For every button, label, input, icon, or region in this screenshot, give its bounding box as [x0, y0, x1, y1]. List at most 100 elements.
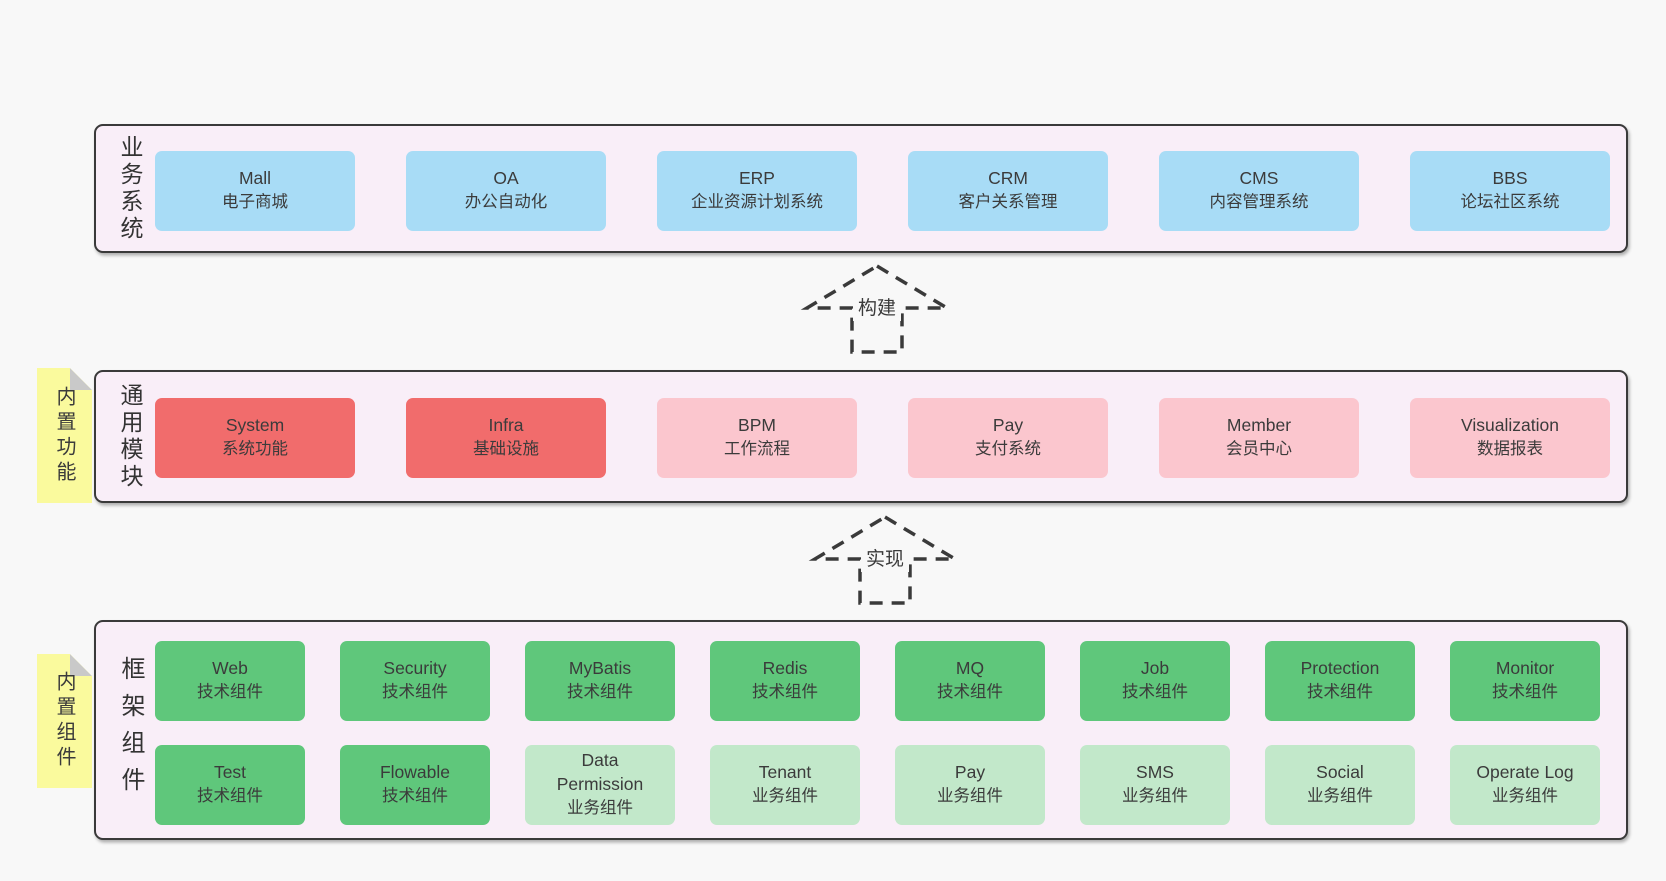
cell-desc: 技术组件 [752, 682, 818, 701]
cell-desc: 技术组件 [1122, 682, 1188, 701]
cell-desc: 办公自动化 [464, 192, 548, 211]
business-box-cms: CMS 内容管理系统 [1159, 151, 1359, 231]
cell-desc: 数据报表 [1477, 439, 1543, 458]
cell-desc: 会员中心 [1226, 439, 1292, 458]
cell-desc: 业务组件 [1122, 786, 1188, 805]
business-systems-grid: Mall 电子商城 OA 办公自动化 ERP 企业资源计划系统 CRM 客户关系管理 CMS 内容… [155, 151, 1610, 231]
cell-name: Infra [488, 415, 524, 436]
cell-desc: 电子商城 [222, 192, 288, 211]
cell-desc: 内容管理系统 [1209, 192, 1309, 211]
module-box-pay: Pay 支付系统 [908, 398, 1108, 478]
framework-box-data-permission: Data Permission 业务组件 [525, 745, 675, 825]
cell-name: Tenant [758, 762, 812, 783]
business-box-erp: ERP 企业资源计划系统 [657, 151, 857, 231]
business-box-bbs: BBS 论坛社区系统 [1410, 151, 1610, 231]
cell-name: MyBatis [568, 658, 632, 679]
cell-name: Pay [992, 415, 1024, 436]
framework-box-flowable: Flowable 技术组件 [340, 745, 490, 825]
cell-name: Monitor [1495, 658, 1555, 679]
cell-desc: 企业资源计划系统 [691, 192, 823, 211]
business-box-oa: OA 办公自动化 [406, 151, 606, 231]
business-systems-panel: 业务系统 Mall 电子商城 OA 办公自动化 ERP 企业资源计划系统 CRM 客户关系管理… [94, 124, 1628, 253]
cell-name: ERP [739, 168, 775, 189]
cell-desc: 技术组件 [1307, 682, 1373, 701]
framework-box-protection: Protection 技术组件 [1265, 641, 1415, 721]
cell-desc: 支付系统 [975, 439, 1041, 458]
cell-name: Web [212, 658, 248, 679]
framework-box-mybatis: MyBatis 技术组件 [525, 641, 675, 721]
cell-desc: 技术组件 [937, 682, 1003, 701]
cell-desc: 业务组件 [752, 786, 818, 805]
cell-desc: 技术组件 [1492, 682, 1558, 701]
framework-box-monitor: Monitor 技术组件 [1450, 641, 1600, 721]
build-arrow: 构建 [800, 263, 954, 354]
builtin-components-note-label: 内置组件 [53, 671, 75, 771]
cell-desc: 技术组件 [567, 682, 633, 701]
cell-name: Security [383, 658, 447, 679]
module-box-bpm: BPM 工作流程 [657, 398, 857, 478]
business-box-mall: Mall 电子商城 [155, 151, 355, 231]
cell-name: CMS [1239, 168, 1279, 189]
module-box-member: Member 会员中心 [1159, 398, 1359, 478]
module-box-visualization: Visualization 数据报表 [1410, 398, 1610, 478]
build-arrow-label-bg [853, 295, 901, 321]
cell-name: Flowable [379, 762, 451, 783]
cell-name: Operate Log [1476, 762, 1574, 783]
cell-desc: 业务组件 [1492, 786, 1558, 805]
cell-desc: 技术组件 [382, 786, 448, 805]
cell-name: Data Permission [556, 750, 644, 795]
cell-desc: 论坛社区系统 [1460, 192, 1560, 211]
cell-name: Redis [762, 658, 808, 679]
builtin-components-note: 内置组件 [37, 654, 92, 788]
cell-name: OA [493, 168, 519, 189]
cell-name: Member [1226, 415, 1292, 436]
framework-box-job: Job 技术组件 [1080, 641, 1230, 721]
implement-arrow-label-bg [861, 546, 909, 572]
cell-desc: 系统功能 [222, 439, 288, 458]
cell-name: Social [1316, 762, 1364, 783]
cell-name: Pay [954, 762, 986, 783]
build-arrow-outline [800, 263, 954, 354]
framework-box-operate-log: Operate Log 业务组件 [1450, 745, 1600, 825]
cell-name: Test [213, 762, 247, 783]
cell-name: CRM [988, 168, 1028, 189]
framework-box-mq: MQ 技术组件 [895, 641, 1045, 721]
framework-box-tenant: Tenant 业务组件 [710, 745, 860, 825]
framework-box-web: Web 技术组件 [155, 641, 305, 721]
cell-desc: 客户关系管理 [958, 192, 1058, 211]
cell-desc: 技术组件 [197, 786, 263, 805]
cell-name: Mall [238, 168, 272, 189]
builtin-features-note: 内置功能 [37, 368, 92, 503]
implement-arrow-outline [808, 514, 962, 605]
cell-desc: 业务组件 [1307, 786, 1373, 805]
cell-desc: 业务组件 [567, 798, 633, 817]
business-systems-vertical-label: 业务系统 [117, 134, 143, 243]
cell-desc: 基础设施 [473, 439, 539, 458]
cell-name: Job [1140, 658, 1170, 679]
cell-name: BBS [1492, 168, 1528, 189]
build-arrow-label: 构建 [858, 297, 896, 319]
framework-components-vertical-label: 框架组件 [117, 656, 144, 804]
framework-box-redis: Redis 技术组件 [710, 641, 860, 721]
cell-desc: 技术组件 [382, 682, 448, 701]
common-modules-vertical-label: 通用模块 [117, 382, 143, 491]
framework-box-security: Security 技术组件 [340, 641, 490, 721]
builtin-features-note-label: 内置功能 [53, 385, 75, 486]
cell-name: MQ [955, 658, 985, 679]
implement-arrow: 实现 [808, 514, 962, 605]
cell-name: Protection [1300, 658, 1380, 679]
cell-name: BPM [738, 415, 776, 436]
cell-desc: 技术组件 [197, 682, 263, 701]
implement-arrow-label: 实现 [866, 548, 904, 570]
cell-name: Visualization [1461, 415, 1559, 436]
framework-box-test: Test 技术组件 [155, 745, 305, 825]
cell-desc: 工作流程 [724, 439, 790, 458]
module-box-infra: Infra 基础设施 [406, 398, 606, 478]
